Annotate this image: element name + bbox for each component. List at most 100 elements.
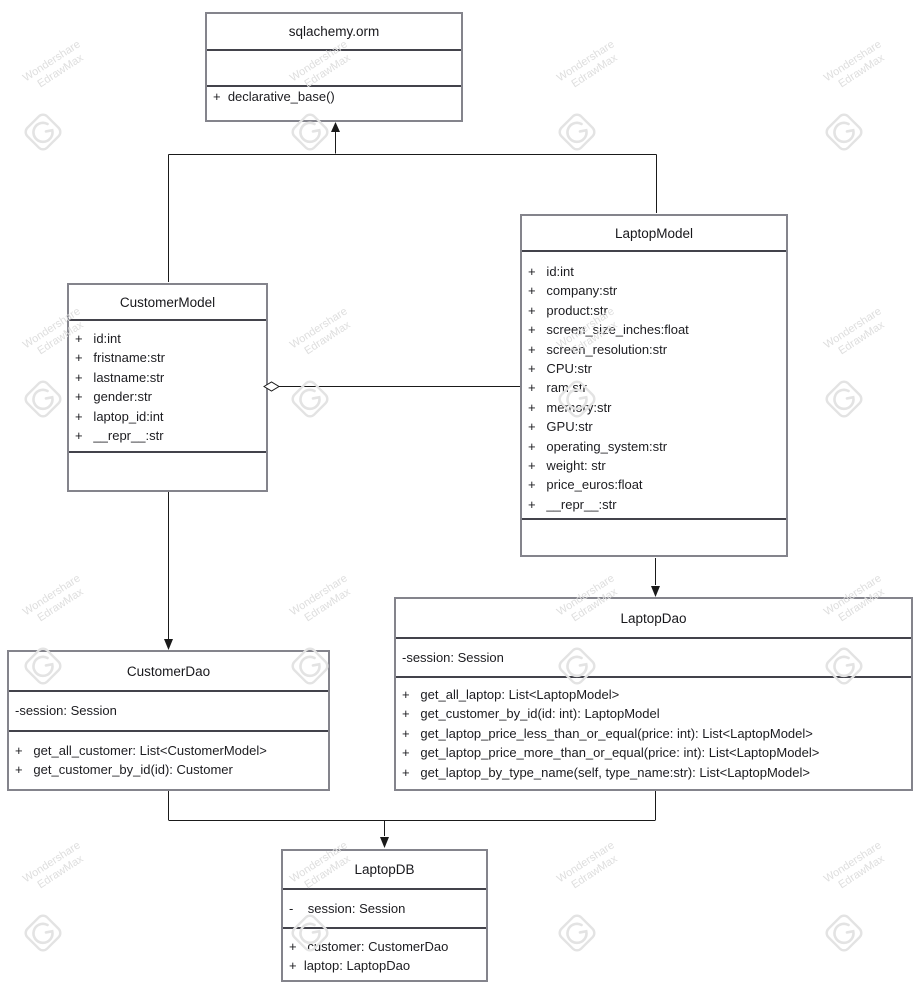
method: + customer: CustomerDao [289,939,449,954]
methods-section: + get_all_customer: List<CustomerModel> … [9,732,328,780]
method: + get_laptop_price_more_than_or_equal(pr… [402,745,820,761]
watermark: Wondershare EdrawMax [822,38,887,154]
watermark-line1: Wondershare [554,839,617,886]
attribute: + company:str [528,283,618,299]
methods-section [522,520,786,555]
watermark-text: Wondershare EdrawMax [21,827,109,897]
class-title: LaptopDB [283,851,486,890]
attributes-section: -session: Session [9,692,328,732]
class-title: CustomerModel [69,285,266,321]
attribute: + screen_resolution:str [528,341,668,357]
watermark-line1: Wondershare [20,572,83,619]
watermark-text: Wondershare EdrawMax [822,26,910,96]
class-title: LaptopModel [522,216,786,252]
watermark-text: Wondershare EdrawMax [21,560,109,630]
attribute: + screen_size_inches:float [528,322,689,338]
watermark-line1: Wondershare [821,839,884,886]
watermark: Wondershare EdrawMax [21,305,86,421]
watermark: Wondershare EdrawMax [21,839,86,955]
watermark: Wondershare EdrawMax [822,305,887,421]
attribute: + price_euros:float [528,477,643,493]
methods-section: + declarative_base() [207,87,461,106]
watermark-line1: Wondershare [287,572,350,619]
attribute: + id:int [528,264,574,279]
edrawmax-logo-icon [558,113,596,151]
edrawmax-logo-icon [291,380,329,418]
class-customer-model[interactable]: CustomerModel + id:int + fristname:str +… [67,283,268,492]
watermark: Wondershare EdrawMax [555,839,620,955]
watermark-line2: EdrawMax [836,318,887,358]
methods-section: + customer: CustomerDao + laptop: Laptop… [283,929,486,976]
attributes-section: - session: Session [283,890,486,929]
watermark-text: Wondershare EdrawMax [822,827,910,897]
attribute: + GPU:str [528,419,593,435]
methods-section [69,453,266,490]
class-laptop-model[interactable]: LaptopModel + id:int + company:str + pro… [520,214,788,557]
watermark-line2: EdrawMax [569,852,620,892]
class-title: sqlachemy.orm [207,14,461,51]
attribute: + gender:str [75,389,152,405]
edrawmax-logo-icon [825,380,863,418]
methods-section: + get_all_laptop: List<LaptopModel> + ge… [396,678,911,782]
watermark-text: Wondershare EdrawMax [555,26,643,96]
attribute: + id:int [75,331,121,346]
arrow-to-laptop-db [380,837,389,848]
method: + declarative_base() [213,89,335,104]
watermark-text: Wondershare EdrawMax [555,827,643,897]
edrawmax-logo-icon [825,113,863,151]
watermark: Wondershare EdrawMax [822,839,887,955]
arrow-to-customer-dao [164,639,173,650]
attribute: -session: Session [402,649,504,665]
attribute: + lastname:str [75,369,165,385]
class-customer-dao[interactable]: CustomerDao -session: Session + get_all_… [7,650,330,791]
class-laptop-db[interactable]: LaptopDB - session: Session + customer: … [281,849,488,982]
method: + get_customer_by_id(id): Customer [15,762,233,778]
watermark-text: Wondershare EdrawMax [822,293,910,363]
edrawmax-logo-icon [558,914,596,952]
attribute: + CPU:str [528,361,592,377]
method: + get_customer_by_id(id: int): LaptopMod… [402,706,660,722]
watermark-line2: EdrawMax [836,51,887,91]
watermark-line2: EdrawMax [35,585,86,625]
watermark-line2: EdrawMax [35,51,86,91]
watermark-text: Wondershare EdrawMax [288,293,376,363]
watermark-line2: EdrawMax [302,318,353,358]
attributes-section: + id:int + fristname:str + lastname:str … [69,321,266,453]
watermark-text: Wondershare EdrawMax [288,560,376,630]
edrawmax-logo-icon [24,113,62,151]
attribute: + __repr__:str [75,428,164,444]
watermark-line1: Wondershare [20,839,83,886]
attributes-section: + id:int + company:str + product:str + s… [522,252,786,520]
watermark-line2: EdrawMax [836,852,887,892]
arrow-to-laptop-dao [651,586,660,597]
watermark-line1: Wondershare [821,38,884,85]
method: + get_laptop_price_less_than_or_equal(pr… [402,725,813,741]
method: + get_all_customer: List<CustomerModel> [15,743,267,758]
method: + get_all_laptop: List<LaptopModel> [402,687,620,702]
watermark-line1: Wondershare [554,38,617,85]
attributes-section [207,51,461,87]
attribute: - session: Session [289,900,406,916]
edrawmax-logo-icon [24,380,62,418]
attribute: -session: Session [15,703,117,719]
watermark-line2: EdrawMax [302,585,353,625]
method: + get_laptop_by_type_name(self, type_nam… [402,764,810,780]
attribute: + ram:str [528,380,587,396]
attribute: + weight: str [528,458,606,474]
watermark: Wondershare EdrawMax [21,38,86,154]
edrawmax-logo-icon [825,914,863,952]
class-sqlalchemy-orm[interactable]: sqlachemy.orm + declarative_base() [205,12,463,122]
watermark-text: Wondershare EdrawMax [21,26,109,96]
watermark-line1: Wondershare [20,38,83,85]
attribute: + memory:str [528,399,612,415]
attribute: + laptop_id:int [75,408,164,424]
attribute: + operating_system:str [528,438,668,454]
watermark-line2: EdrawMax [569,51,620,91]
class-title: LaptopDao [396,599,911,639]
attribute: + product:str [528,302,608,318]
class-laptop-dao[interactable]: LaptopDao -session: Session + get_all_la… [394,597,913,791]
watermark: Wondershare EdrawMax [288,305,353,421]
watermark-line1: Wondershare [821,305,884,352]
watermark-line2: EdrawMax [35,852,86,892]
